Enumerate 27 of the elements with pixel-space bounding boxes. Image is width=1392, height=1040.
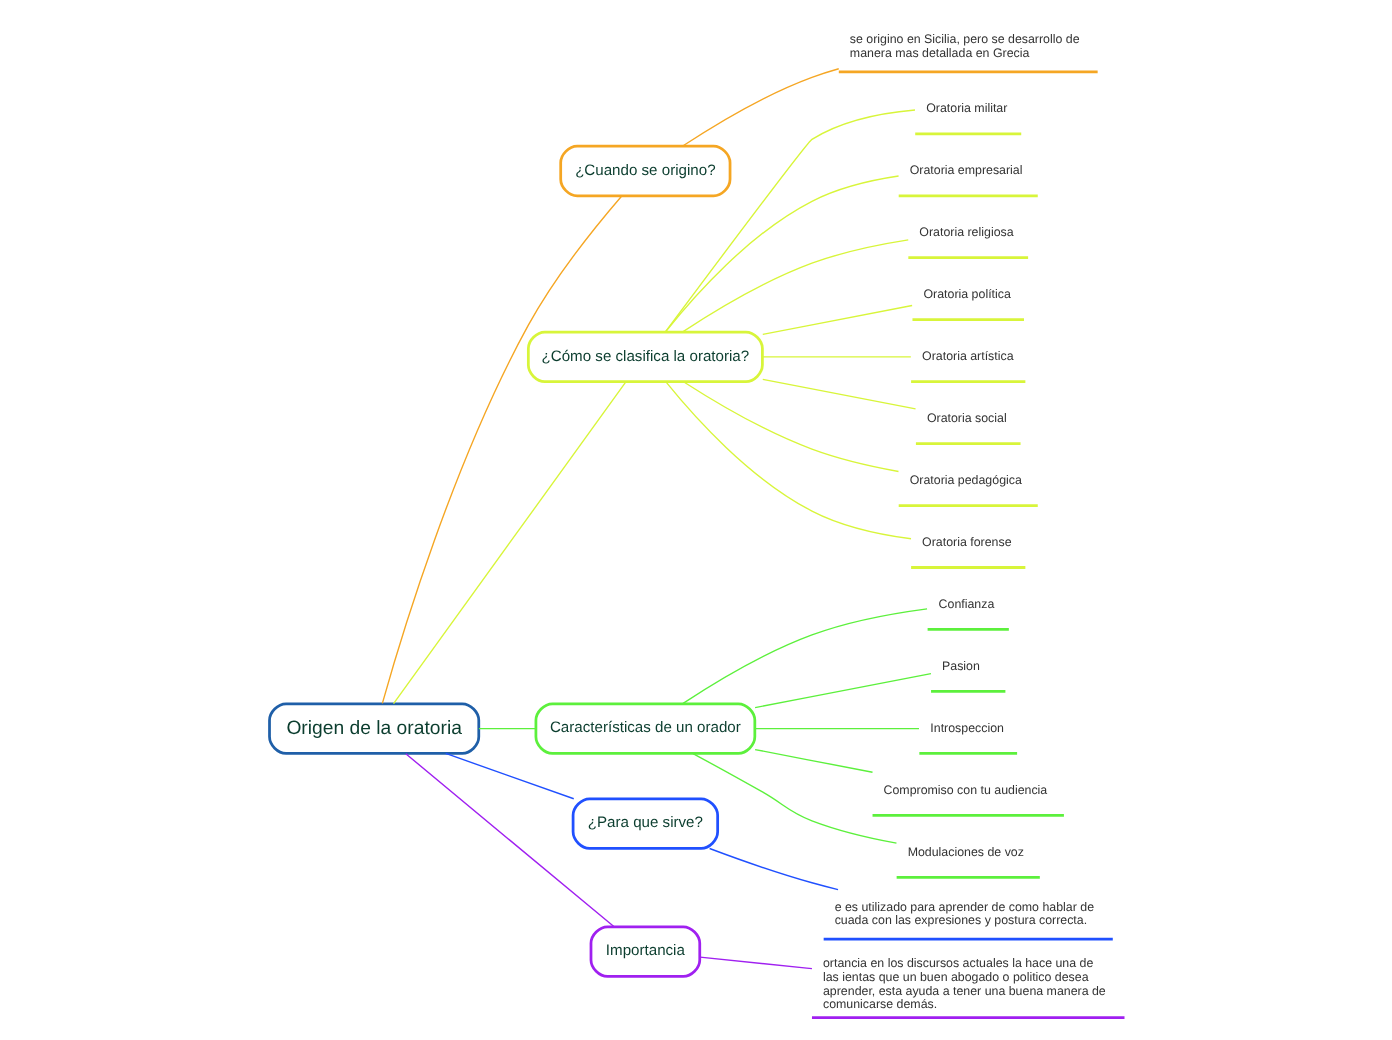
- connector: [761, 378, 916, 410]
- connector: [477, 727, 536, 730]
- connector: [691, 752, 897, 844]
- connector: [682, 381, 899, 473]
- connector: [707, 847, 838, 891]
- node-box: Características de un orador: [533, 702, 756, 755]
- connector: [663, 175, 899, 333]
- connector: [391, 381, 626, 705]
- node-box: ¿Cuando se origino?: [558, 144, 731, 198]
- connector: [681, 608, 927, 705]
- connector: [698, 956, 812, 970]
- connector: [380, 195, 622, 705]
- connector: [753, 727, 919, 730]
- connector: [663, 109, 915, 333]
- connector: [761, 356, 911, 358]
- connector: [664, 381, 911, 540]
- connector: [681, 239, 908, 333]
- connector: [404, 753, 614, 928]
- connector: [753, 672, 931, 709]
- connector: [753, 748, 873, 773]
- node-box: ¿Para que sirve?: [570, 797, 719, 850]
- node-box: Importancia: [588, 925, 701, 978]
- connector: [761, 304, 912, 336]
- connector: [444, 752, 574, 800]
- connector: [681, 68, 839, 147]
- node-box: ¿Cómo se clasifica la oratoria?: [525, 330, 763, 383]
- node-box: Origen de la oratoria: [267, 702, 480, 755]
